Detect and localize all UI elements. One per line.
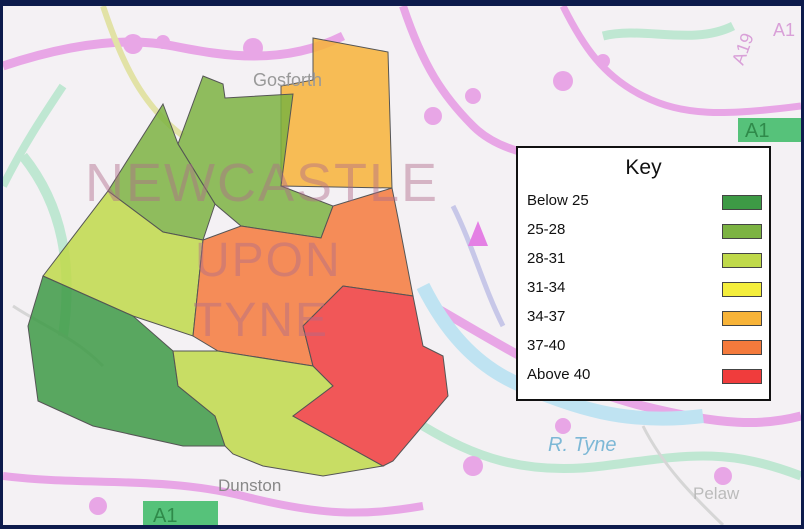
- city-label-tyne: TYNE: [193, 294, 329, 347]
- map-legend: Key Below 25 25-28 28-31 31-34 34-37 37-…: [516, 146, 771, 401]
- legend-swatch: [722, 224, 762, 239]
- base-map-roads: [3, 6, 801, 525]
- legend-label: 37-40: [527, 337, 566, 354]
- legend-title: Key: [625, 156, 662, 179]
- road-label-a1-top: A1: [773, 20, 795, 40]
- place-label-gosforth: Gosforth: [253, 70, 322, 90]
- legend-label: 31-34: [527, 279, 566, 296]
- place-label-dunston: Dunston: [218, 476, 281, 495]
- legend-swatch: [722, 311, 762, 326]
- legend-swatch: [722, 369, 762, 384]
- legend-label: 28-31: [527, 250, 566, 267]
- map-regions: [27, 37, 449, 477]
- legend-item-above-40: Above 40: [527, 364, 762, 388]
- city-label-upon: UPON: [195, 234, 342, 287]
- place-label-pelaw: Pelaw: [693, 484, 740, 503]
- legend-swatch: [722, 340, 762, 355]
- legend-item-below-25: Below 25: [527, 190, 762, 214]
- base-map-place-labels: NEWCASTLE UPON TYNE Gosforth Dunston Pel…: [85, 70, 740, 503]
- legend-swatch: [722, 282, 762, 297]
- legend-label: Above 40: [527, 366, 591, 383]
- legend-label: 25-28: [527, 221, 566, 238]
- legend-item-37-40: 37-40: [527, 335, 762, 359]
- legend-swatch: [722, 195, 762, 210]
- legend-label: Below 25: [527, 192, 589, 209]
- base-map-junctions: [89, 34, 732, 515]
- legend-item-31-34: 31-34: [527, 277, 762, 301]
- road-label-a1-right: A1: [745, 120, 769, 142]
- legend-item-34-37: 34-37: [527, 306, 762, 330]
- legend-swatch: [722, 253, 762, 268]
- legend-label: 34-37: [527, 308, 566, 325]
- river-label-tyne: R. Tyne: [548, 434, 617, 456]
- city-label-newcastle: NEWCASTLE: [85, 153, 439, 213]
- legend-item-25-28: 25-28: [527, 219, 762, 243]
- road-shield-a1: [143, 501, 218, 525]
- road-label-a1: A1: [153, 505, 177, 525]
- road-shield-a1-right: [738, 118, 801, 142]
- legend-item-28-31: 28-31: [527, 248, 762, 272]
- region-east-above-40[interactable]: [292, 285, 449, 467]
